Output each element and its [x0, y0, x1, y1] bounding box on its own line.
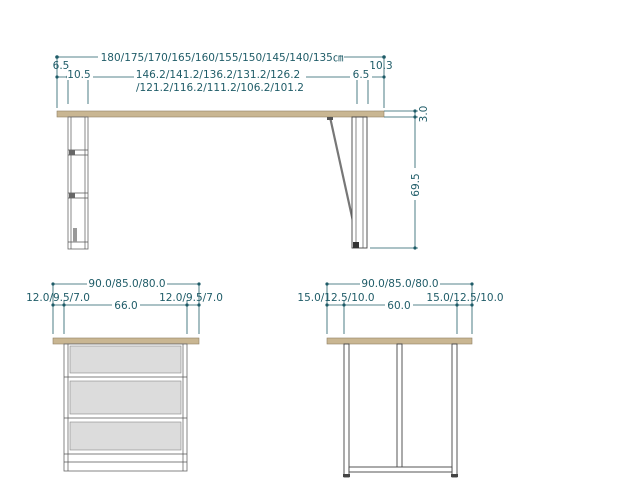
cabinet-right-overhang-label: 12.0/9.5/7.0: [159, 292, 223, 304]
cabinet-left-overhang-label: 12.0/9.5/7.0: [26, 292, 90, 304]
span-dimension: 10.5 146.2/141.2/136.2/131.2/126.2 /121.…: [55, 68, 386, 94]
cabinet-inner-dimension: 66.0: [51, 298, 201, 312]
height-dimension: 69.5 3.0: [370, 106, 430, 250]
overall-width-dimension: 180/175/170/165/160/155/150/145/140/135㎝: [55, 50, 386, 64]
leg-side: [327, 116, 368, 249]
leg-frame: [343, 343, 458, 478]
leg-depth-label: 90.0/85.0/80.0: [361, 278, 438, 290]
leg-inner-width-label: 60.0: [387, 300, 410, 312]
right-offset-inner-label: 6.5: [353, 69, 370, 81]
left-offset-inner-label: 10.5: [67, 69, 90, 81]
span-line1-label: 146.2/141.2/136.2/131.2/126.2: [136, 69, 300, 81]
leg-inner-dimension: 60.0: [325, 298, 474, 312]
leg-right-overhang-label: 15.0/12.5/10.0: [426, 292, 503, 304]
top-thickness-label: 3.0: [418, 106, 430, 123]
overall-width-label: 180/175/170/165/160/155/150/145/140/135㎝: [101, 52, 344, 64]
cabinet-end-view: 90.0/85.0/80.0 12.0/9.5/7.0 12.0/9.5/7.0…: [26, 277, 223, 472]
span-line2-label: /121.2/116.2/111.2/106.2/101.2: [136, 82, 304, 94]
leg-left-overhang-label: 15.0/12.5/10.0: [297, 292, 374, 304]
height-label: 69.5: [410, 173, 422, 196]
cabinet-front: [63, 343, 188, 472]
right-offset-outer-label: 10.3: [369, 60, 392, 72]
left-offset-outer-label: 6.5: [53, 60, 70, 72]
cabinet-depth-label: 90.0/85.0/80.0: [88, 278, 165, 290]
cabinet-depth-dimension: 90.0/85.0/80.0: [51, 277, 201, 290]
leg-end-view: 90.0/85.0/80.0 15.0/12.5/10.0 15.0/12.5/…: [297, 277, 504, 478]
cabinet-inner-width-label: 66.0: [114, 300, 137, 312]
tabletop-side: [56, 110, 385, 118]
leg-depth-dimension: 90.0/85.0/80.0: [325, 277, 474, 290]
side-view: 180/175/170/165/160/155/150/145/140/135㎝…: [53, 50, 430, 250]
tabletop-cabinet-end: [52, 337, 200, 345]
cabinet-side: [67, 116, 89, 250]
tabletop-leg-end: [326, 337, 473, 345]
